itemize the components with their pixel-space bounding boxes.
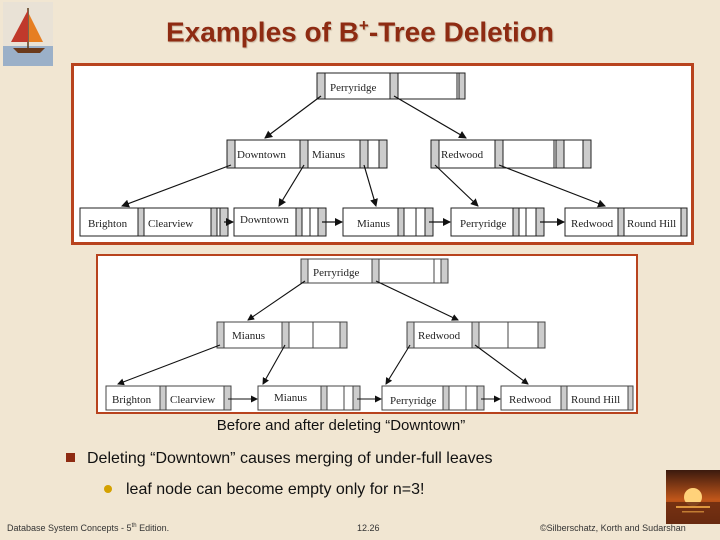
leaf-key: Brighton (112, 394, 152, 406)
leaf-key: Perryridge (390, 395, 437, 407)
leaf-key: Clearview (148, 218, 193, 230)
before-tree-diagram: Perryridge Downtown Mianus Redwood (79, 72, 688, 237)
root-node: Perryridge (316, 72, 466, 100)
figure-caption: Before and after deleting “Downtown” (216, 417, 466, 434)
leaf-node: Brighton Clearview (105, 385, 232, 411)
tree-edges (117, 280, 529, 386)
leaf-key: Redwood (571, 218, 614, 230)
after-tree-figure: Perryridge Mianus Redwood Brighton (96, 254, 638, 414)
sailboat-logo-icon (3, 2, 53, 66)
leaf-key: Downtown (240, 214, 289, 226)
internal-key: Redwood (418, 330, 461, 342)
leaf-node: Mianus (257, 385, 361, 411)
internal-node-right: Redwood (406, 321, 546, 349)
leaf-key: Round Hill (627, 218, 676, 230)
square-bullet-icon (66, 453, 75, 462)
sunset-icon (666, 470, 720, 524)
leaf-key: Mianus (357, 218, 390, 230)
internal-key: Redwood (441, 149, 484, 161)
leaf-node: Redwood Round Hill (564, 207, 688, 237)
leaf-node: Mianus (342, 207, 434, 237)
bullet-text: Deleting “Downtown” causes merging of un… (87, 450, 493, 467)
footer-copyright: ©Silberschatz, Korth and Sudarshan (540, 523, 686, 533)
sub-bullet-text: leaf node can become empty only for n=3! (126, 481, 425, 498)
internal-node-left: Mianus (216, 321, 348, 349)
leaf-key: Round Hill (571, 394, 620, 406)
internal-node-left: Downtown Mianus (226, 139, 388, 169)
before-tree-figure: Perryridge Downtown Mianus Redwood (71, 63, 694, 245)
footer-left: Database System Concepts - 5th Edition. (7, 523, 170, 533)
internal-key: Mianus (312, 149, 345, 161)
sub-bullet-item: leaf node can become empty only for n=3! (104, 481, 424, 499)
leaf-key: Clearview (170, 394, 215, 406)
leaf-node: Perryridge (450, 207, 545, 237)
leaf-node: Brighton Clearview (79, 207, 229, 237)
tree-edges (121, 95, 606, 208)
root-node: Perryridge (300, 258, 449, 284)
dot-bullet-icon (104, 485, 112, 493)
root-key: Perryridge (313, 267, 360, 279)
leaf-key: Perryridge (460, 218, 507, 230)
after-tree-diagram: Perryridge Mianus Redwood Brighton (105, 258, 634, 411)
root-key: Perryridge (330, 82, 377, 94)
internal-key: Downtown (237, 149, 286, 161)
leaf-key: Redwood (509, 394, 552, 406)
internal-node-right: Redwood (430, 139, 592, 169)
leaf-key: Mianus (274, 392, 307, 404)
bullet-item: Deleting “Downtown” causes merging of un… (66, 450, 493, 468)
leaf-node: Downtown (233, 207, 327, 237)
internal-key: Mianus (232, 330, 265, 342)
leaf-node: Redwood Round Hill (500, 385, 634, 411)
slide-title: Examples of B+-Tree Deletion (165, 16, 555, 48)
leaf-node: Perryridge (381, 385, 485, 411)
footer-page-number: 12.26 (357, 523, 380, 533)
leaf-key: Brighton (88, 218, 128, 230)
